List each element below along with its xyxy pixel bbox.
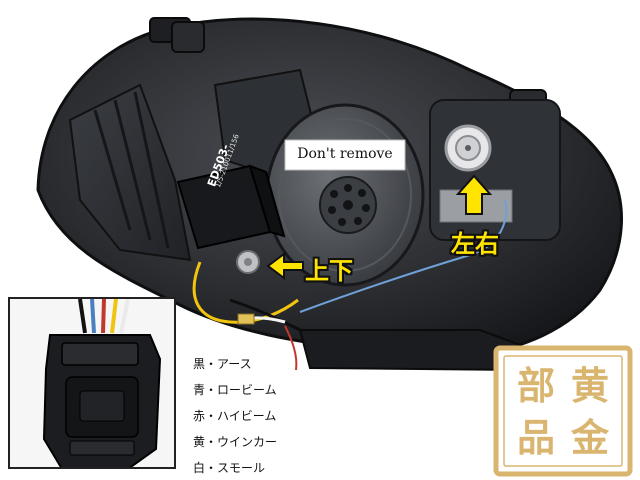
seal-char-2: 黄 — [570, 363, 609, 408]
legend-white: 白・スモール — [193, 461, 266, 475]
legend-blue: 青・ロービーム — [193, 383, 277, 397]
connector-inset — [8, 297, 176, 469]
legend-yellow: 黄・ウインカー — [193, 435, 278, 449]
up-down-adjust-label: 上下 — [305, 257, 353, 285]
legend-red: 赤・ハイビーム — [193, 409, 277, 423]
wire-blue — [299, 199, 508, 313]
ballast-module — [176, 164, 286, 250]
wire-blue — [90, 299, 96, 334]
arrow-up-left-right — [455, 174, 493, 215]
wire-yellow — [110, 299, 118, 334]
gold-seal — [493, 345, 633, 477]
lower-housing — [298, 329, 521, 372]
connector-drawing — [10, 299, 174, 467]
seal-char-3: 品 — [516, 415, 555, 460]
wire-black — [78, 299, 87, 334]
arrow-left-up-down — [266, 252, 304, 280]
seal-char-1: 部 — [516, 363, 555, 408]
seal-char-4: 金 — [570, 415, 609, 460]
left-right-adjust-label: 左右 — [451, 230, 499, 258]
wire-yellow — [192, 261, 299, 324]
top-clip-right — [171, 21, 205, 53]
legend-black: 黒・アース — [193, 357, 252, 371]
wire-red — [101, 299, 106, 334]
sticker-label: Don't remove — [297, 146, 393, 162]
wire-white — [119, 299, 130, 334]
dont-remove-sticker — [284, 139, 406, 171]
wire-red — [284, 325, 298, 371]
wire-black — [229, 298, 301, 332]
